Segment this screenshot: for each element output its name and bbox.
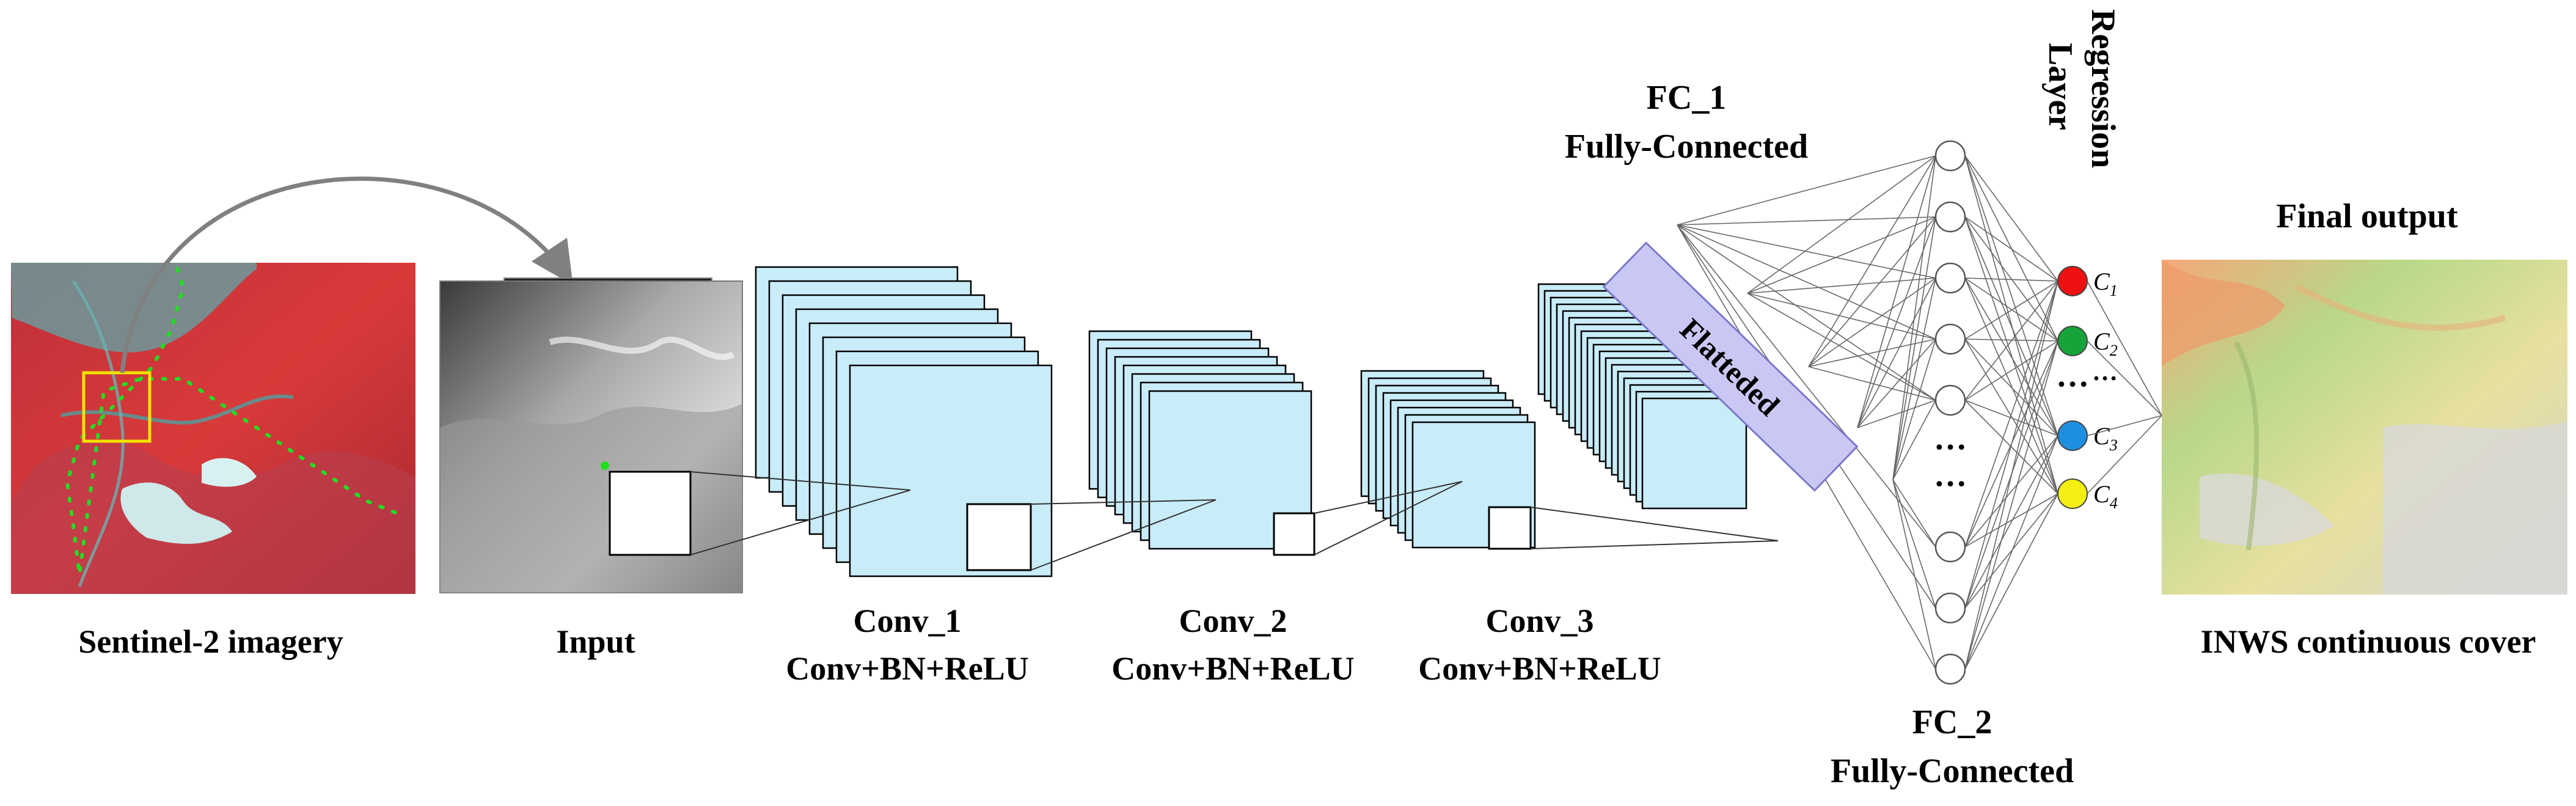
deep-feature-stack — [1537, 283, 1747, 510]
sentinel-image — [11, 263, 415, 594]
fc2-node — [1934, 323, 1966, 355]
conv1-stack — [755, 266, 1053, 577]
inws-label: INWS continuous cover — [2200, 623, 2536, 660]
input-label: Input — [556, 623, 635, 660]
fc2-node — [1934, 262, 1966, 294]
output-node-2 — [2057, 326, 2088, 356]
conv1-kernel — [966, 503, 1032, 571]
fc-connections — [1677, 155, 2058, 670]
output-class-subscript-3: 3 — [2109, 436, 2118, 454]
selection-box — [82, 371, 152, 443]
fc1-desc: Fully-Connected — [1565, 128, 1808, 166]
conv2-stack — [1088, 330, 1312, 550]
fc2-desc: Fully-Connected — [1831, 752, 2074, 790]
output-ellipsis-right: … — [2092, 358, 2118, 386]
deep-map — [1641, 397, 1747, 510]
fc2-node — [1934, 592, 1966, 624]
fc2-name: FC_2 — [1912, 703, 1992, 741]
conv2-desc: Conv+BN+ReLU — [1111, 650, 1355, 687]
transfer-arrow — [120, 176, 573, 373]
final-output-label: Final output — [2276, 197, 2458, 235]
input-patch — [609, 471, 692, 556]
conv1-desc: Conv+BN+ReLU — [786, 650, 1029, 687]
final-output-image — [2162, 260, 2567, 595]
output-class-label-4: C4 — [2093, 480, 2118, 512]
fc1-name: FC_1 — [1647, 79, 1727, 117]
fc2-node — [1934, 653, 1966, 685]
fc2-node — [1934, 140, 1966, 172]
output-class-subscript-4: 4 — [2110, 494, 2118, 512]
receptive-field-lines — [690, 471, 1779, 571]
conv3-name: Conv_3 — [1485, 603, 1594, 639]
fc2-nodes — [1934, 140, 1966, 685]
output-class-subscript-1: 1 — [2110, 282, 2118, 299]
regression-layer-label: Regression Layer — [2041, 9, 2122, 168]
output-class-label-1: C1 — [2093, 268, 2118, 299]
fc-ellipsis-2: … — [1934, 456, 1967, 493]
input-stack — [439, 277, 743, 593]
conv3-stack — [1360, 370, 1536, 549]
conv3-kernel — [1488, 506, 1532, 550]
conv2-kernel — [1273, 512, 1315, 556]
output-class-label-2: C2 — [2093, 328, 2118, 359]
sentinel-label: Sentinel-2 imagery — [78, 623, 343, 660]
conv3-desc: Conv+BN+ReLU — [1418, 650, 1661, 687]
output-class-label-3: C3 — [2093, 422, 2118, 454]
output-node-4 — [2057, 478, 2088, 509]
input-point — [601, 461, 609, 470]
regression-line-1: Regression — [2084, 9, 2122, 168]
output-node-3 — [2057, 420, 2088, 451]
output-ellipsis: … — [2056, 357, 2089, 394]
fc2-node — [1934, 384, 1966, 416]
fc2-node — [1934, 531, 1966, 563]
fc-ellipsis-1: … — [1934, 420, 1967, 456]
output-node-1 — [2057, 266, 2088, 296]
fc2-node — [1934, 201, 1966, 233]
regression-line-2: Layer — [2041, 43, 2079, 130]
conv1-name: Conv_1 — [853, 603, 961, 639]
conv2-name: Conv_2 — [1179, 603, 1287, 639]
output-class-subscript-2: 2 — [2110, 342, 2118, 359]
output-to-final-lines — [2087, 280, 2162, 494]
